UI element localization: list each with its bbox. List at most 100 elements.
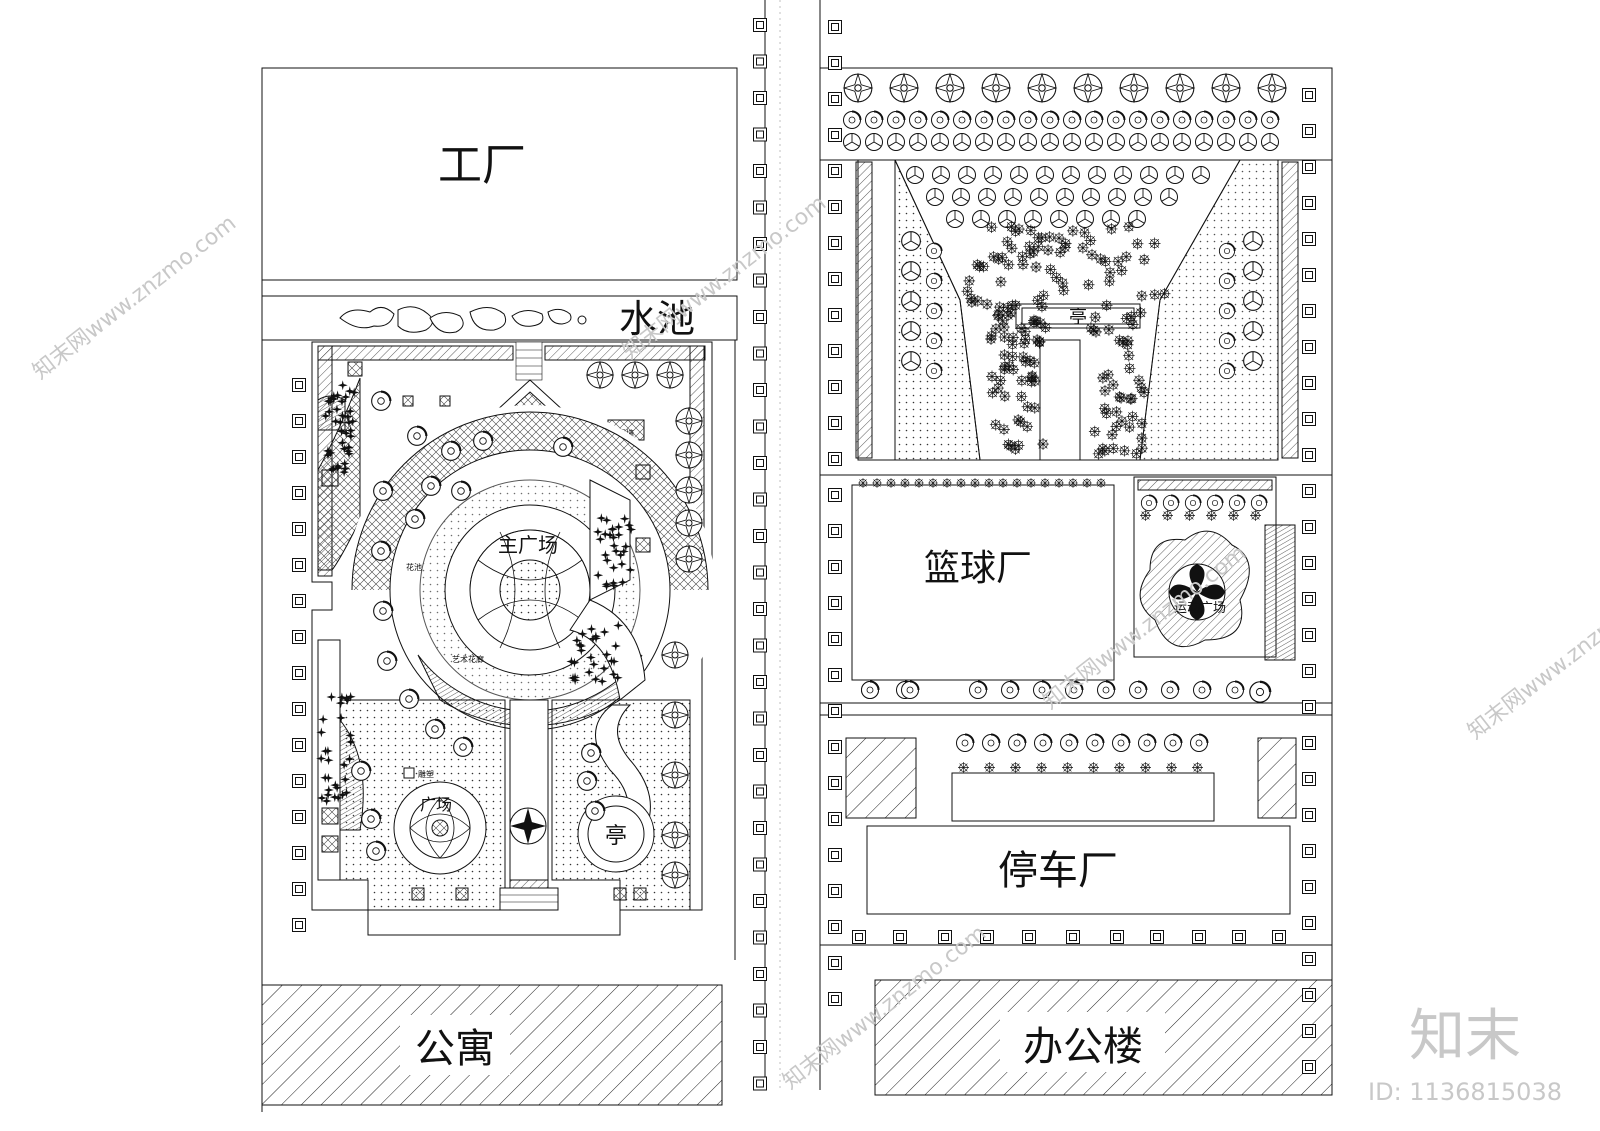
shrub (1012, 439, 1025, 452)
shrub (872, 478, 882, 488)
tree (1248, 680, 1272, 704)
tree (901, 231, 921, 251)
large-tree (1119, 73, 1149, 103)
edge-post (1302, 628, 1316, 642)
edge-post (1302, 304, 1316, 318)
shrub (1056, 277, 1069, 290)
shrub (1106, 428, 1119, 441)
edge-post (292, 810, 306, 824)
road-post (753, 675, 767, 689)
shrub (1025, 375, 1038, 388)
edge-post (292, 738, 306, 752)
large-tree (621, 361, 649, 389)
road-post (753, 310, 767, 324)
shrub (971, 294, 984, 307)
tree (901, 291, 921, 311)
tree (887, 133, 905, 151)
shrub (992, 253, 1005, 266)
road-post (753, 565, 767, 580)
tree (953, 133, 971, 151)
shrub (1099, 255, 1112, 268)
tree (370, 540, 392, 562)
shrub (1062, 762, 1073, 773)
tree (1114, 166, 1132, 184)
basketball-court (851, 484, 1115, 681)
road-post (753, 894, 767, 908)
shrub (1192, 762, 1203, 773)
road-post (753, 456, 767, 470)
shrub (1089, 311, 1102, 324)
office-label: 办公楼 (1023, 1024, 1143, 1070)
edge-post (292, 882, 306, 896)
tree (930, 110, 950, 130)
road-post (753, 857, 767, 872)
shrub (961, 285, 974, 298)
tree (1059, 733, 1079, 753)
shrub (1050, 271, 1063, 284)
tree (1134, 188, 1152, 206)
tree (370, 390, 392, 412)
shrub (1116, 336, 1129, 349)
tree (1140, 166, 1158, 184)
edge-post (828, 92, 842, 106)
tree (975, 133, 993, 151)
shrub (1019, 325, 1032, 338)
road-post (753, 529, 767, 543)
edge-post (292, 450, 306, 464)
shrub (1021, 420, 1034, 433)
large-tree (661, 821, 689, 849)
tree (864, 110, 884, 130)
road-post (753, 930, 767, 945)
tree (1250, 494, 1268, 512)
sculpture-label: 雕塑 (418, 769, 434, 779)
edge-post (292, 702, 306, 716)
tree (1239, 133, 1257, 151)
tree (1056, 188, 1074, 206)
edge-post (828, 488, 842, 502)
shrub (1084, 321, 1097, 334)
edge-post (828, 848, 842, 862)
road-post (753, 821, 767, 835)
shrub (1015, 374, 1028, 387)
tree (1173, 133, 1191, 151)
shrub (985, 221, 998, 234)
compass-rose (509, 807, 547, 845)
edge-post (828, 884, 842, 898)
shrub (1076, 241, 1089, 254)
edge-post (292, 846, 306, 860)
edge-post (292, 918, 306, 932)
edge-post (1302, 232, 1316, 246)
tree (398, 688, 420, 710)
shrub (1140, 510, 1151, 521)
tree (1033, 733, 1053, 753)
tree (958, 166, 976, 184)
tree (886, 110, 906, 130)
shrub (1114, 762, 1125, 773)
tree (1010, 166, 1028, 184)
shrub (1131, 237, 1144, 250)
tree (926, 188, 944, 206)
road-post (753, 638, 767, 653)
edge-post (1302, 484, 1316, 498)
edge-post (893, 930, 907, 944)
tree (1166, 166, 1184, 184)
tree (1217, 133, 1235, 151)
factory-block (261, 67, 738, 281)
tree (1218, 242, 1236, 260)
edge-post (1302, 880, 1316, 894)
shrub (1113, 334, 1126, 347)
shrub (1107, 378, 1120, 391)
tree (946, 210, 964, 228)
tree (925, 242, 943, 260)
shrub (1036, 762, 1047, 773)
edge-post (828, 20, 842, 34)
tree (1243, 291, 1263, 311)
tree (981, 733, 1001, 753)
edge-post (828, 740, 842, 754)
shrub (1100, 299, 1113, 312)
tree (372, 600, 394, 622)
edge-post (828, 812, 842, 826)
edge-post (292, 774, 306, 788)
tree (925, 302, 943, 320)
shrub (1123, 362, 1136, 375)
